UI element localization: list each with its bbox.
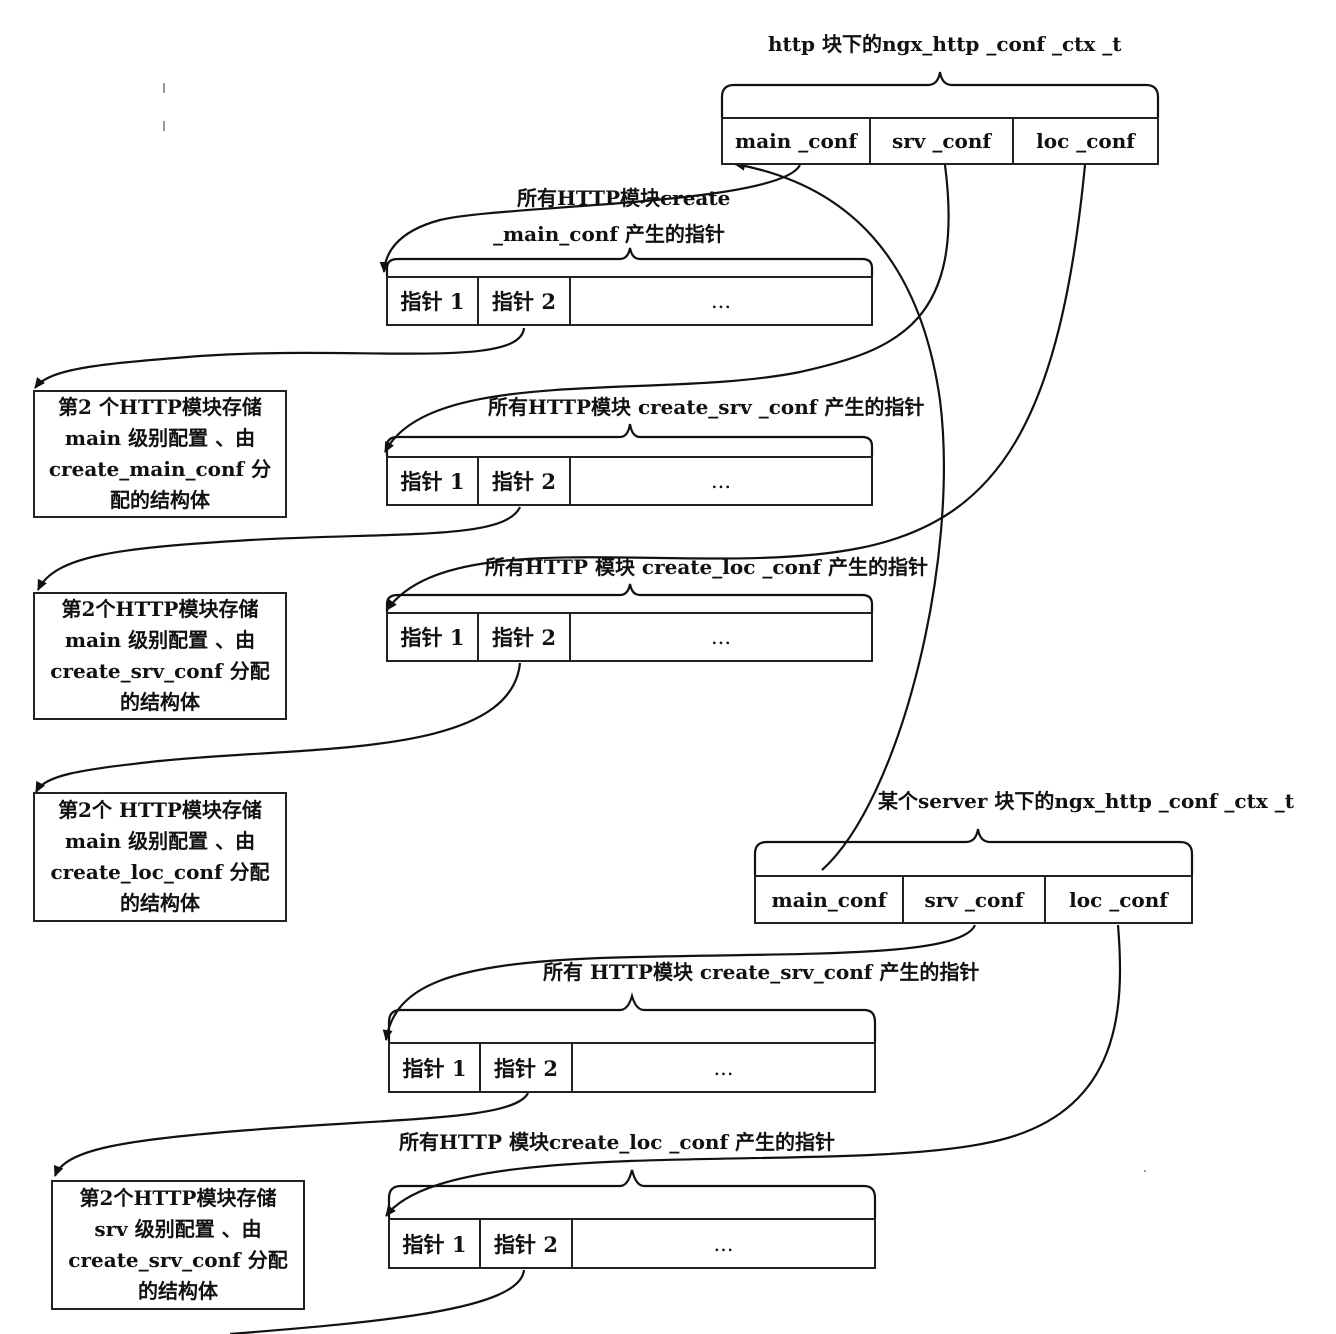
ptr-cell-ellipsis: ... [710,625,732,649]
arrow-ptr4-desc4 [53,1092,529,1177]
brace-ptr-2 [385,423,874,456]
ptr-array-http-srv: 指针 1 指针 2 ... [386,456,873,506]
arrow-ptr1-desc1 [34,327,526,389]
ptr-array-server-srv: 指针 1 指针 2 ... [388,1042,876,1093]
label-http-main-ptrs-1: 所有HTTP模块create [517,186,731,210]
ptr-cell-2: 指针 2 [481,1220,573,1267]
desc-box-1-line: 第2 个HTTP模块存储 [58,395,262,419]
ptr-cell-2: 指针 2 [479,278,571,324]
desc-box-1-line: 配的结构体 [110,488,210,512]
ptr-cell-1: 指针 1 [390,1044,481,1091]
scan-mark [163,83,165,93]
ptr-array-http-loc: 指针 1 指针 2 ... [386,612,873,662]
server-ctx-title: 某个server 块下的ngx_http _conf _ctx _t [878,789,1294,813]
arrow-http-srv [384,164,950,453]
desc-box-4: 第2个HTTP模块存储 srv 级别配置 、由 create_srv_conf … [51,1180,305,1310]
http-ctx-main-conf: main _conf [723,119,871,163]
scan-mark [163,121,165,131]
http-ctx-title: http 块下的ngx_http _conf _ctx _t [768,32,1122,56]
ptr-cell-1: 指针 1 [388,458,479,504]
ptr-cell-ellipsis: ... [713,1055,734,1080]
http-ctx-loc-conf: loc _conf [1036,129,1135,153]
ptr-cell-1: 指针 1 [390,1220,481,1267]
desc-box-4-line: srv 级别配置 、由 [94,1217,262,1241]
arrow-http-main [379,164,801,273]
ptr-cell-2: 指针 2 [479,458,571,504]
ptr-cell-1: 指针 1 [388,278,479,324]
desc-box-2-line: 第2个HTTP模块存储 [61,597,259,621]
ptr-cell-1: 指针 1 [388,614,479,660]
server-ctx-loc-conf: loc _conf [1069,887,1168,912]
brace-http-ctx [720,71,1160,117]
desc-box-2: 第2个HTTP模块存储 main 级别配置 、由 create_srv_conf… [33,592,287,720]
ptr-array-server-loc: 指针 1 指针 2 ... [388,1218,876,1269]
server-ctx-struct: main_conf srv _conf loc _conf [754,875,1193,924]
desc-box-4-line: 的结构体 [138,1279,218,1303]
label-server-srv-ptrs: 所有 HTTP模块 create_srv_conf 产生的指针 [543,960,980,984]
scan-mark [1144,1170,1146,1172]
desc-box-2-line: main 级别配置 、由 [64,628,256,652]
desc-box-1-line: create_main_conf 分 [48,457,272,481]
label-server-loc-ptrs: 所有HTTP 模块create_loc _conf 产生的指针 [399,1130,836,1154]
arrow-http-loc [386,164,1087,611]
label-http-loc-ptrs: 所有HTTP 模块 create_loc _conf 产生的指针 [485,555,928,579]
arrow-server-loc [385,924,1122,1217]
desc-box-4-line: 第2个HTTP模块存储 [79,1186,277,1210]
label-http-srv-ptrs: 所有HTTP模块 create_srv _conf 产生的指针 [488,395,925,419]
ptr-cell-ellipsis: ... [713,1231,734,1256]
ptr-cell-ellipsis: ... [710,469,732,493]
arrow-ptr3-desc3 [35,662,522,793]
desc-box-3: 第2个 HTTP模块存储 main 级别配置 、由 create_loc_con… [33,792,287,922]
desc-box-3-line: create_loc_conf 分配 [50,860,270,884]
desc-box-2-line: 的结构体 [120,690,200,714]
ptr-array-http-main: 指针 1 指针 2 ... [386,276,873,326]
desc-box-1: 第2 个HTTP模块存储 main 级别配置 、由 create_main_co… [33,390,287,518]
desc-box-1-line: main 级别配置 、由 [64,426,256,450]
brace-ptr-1 [385,247,874,276]
arrow-ptr2-desc2 [37,506,522,591]
brace-server-ctx [753,828,1194,875]
desc-box-2-line: create_srv_conf 分配 [50,659,270,683]
http-ctx-struct: main _conf srv _conf loc _conf [721,117,1159,165]
ptr-cell-ellipsis: ... [710,289,732,313]
server-ctx-srv-conf: srv _conf [904,877,1046,922]
desc-box-4-line: create_srv_conf 分配 [68,1248,288,1272]
server-ctx-main-conf: main_conf [756,877,904,922]
arrow-server-main-to-http-main [734,160,945,871]
desc-box-3-line: 的结构体 [120,891,200,915]
brace-ptr-5 [387,1169,877,1218]
ptr-cell-2: 指针 2 [481,1044,573,1091]
desc-box-3-line: 第2个 HTTP模块存储 [58,798,262,822]
arrow-server-srv [382,924,977,1041]
http-ctx-srv-conf: srv _conf [871,119,1014,163]
brace-ptr-3 [385,583,874,612]
arrow-ptr5-offpage [229,1269,526,1334]
label-http-main-ptrs-2: _main_conf 产生的指针 [493,222,725,246]
ptr-cell-2: 指针 2 [479,614,571,660]
desc-box-3-line: main 级别配置 、由 [64,829,256,853]
brace-ptr-4 [387,991,877,1042]
